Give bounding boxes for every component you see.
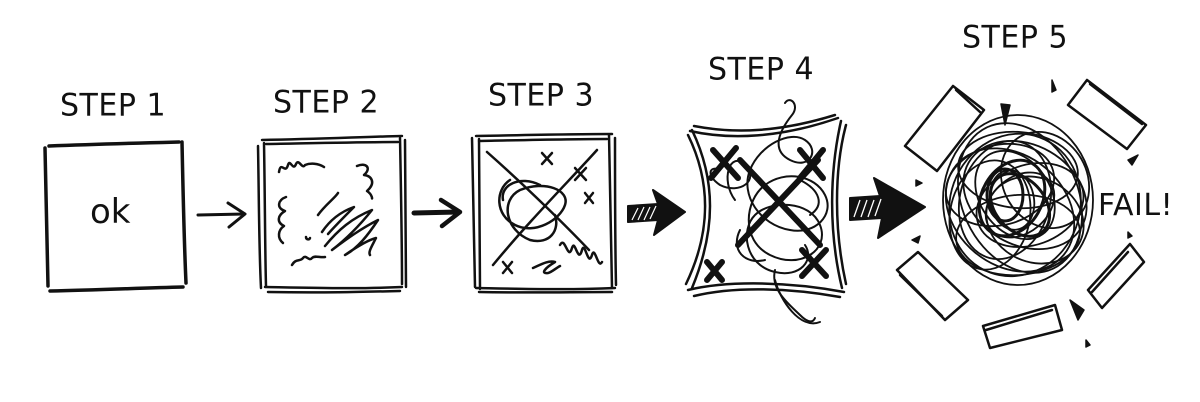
step-3-label: STEP 3 (488, 77, 595, 114)
step-2-label: STEP 2 (273, 84, 380, 121)
step-1-ok-text: ok (90, 192, 131, 232)
step-5-label: STEP 5 (962, 19, 1069, 56)
step-4-label: STEP 4 (708, 51, 815, 88)
step-1-label: STEP 1 (60, 87, 167, 124)
step-5-fail-text: FAIL! (1098, 188, 1174, 223)
